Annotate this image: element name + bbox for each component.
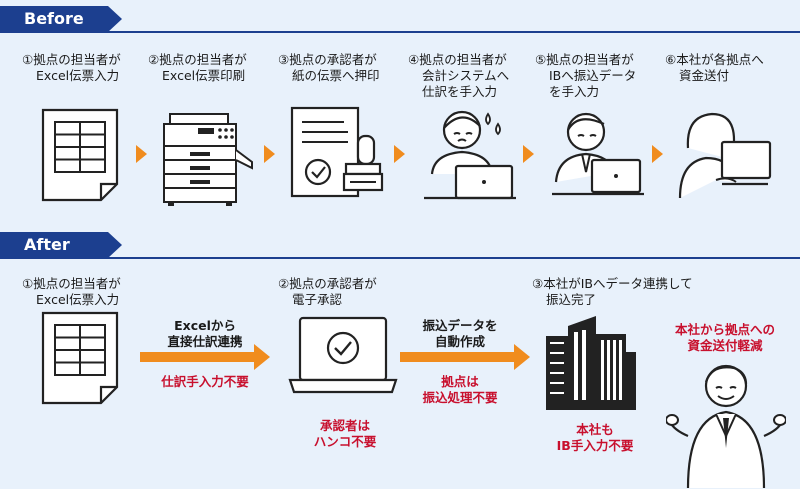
worker-laptop-icon	[552, 112, 644, 196]
big-arrow-1	[140, 344, 270, 370]
arrow2-caption: 振込データを 自動作成	[422, 318, 498, 349]
flow-arrow-3	[394, 145, 405, 163]
after-step-2: ②拠点の承認者が 電子承認	[278, 276, 377, 307]
after-label: After	[0, 232, 122, 258]
spreadsheet-document-icon	[41, 311, 119, 405]
arrow2-benefit: 拠点は 振込処理不要	[422, 374, 498, 405]
arrow1-benefit: 仕訳手入力不要	[161, 374, 249, 389]
before-divider	[0, 31, 800, 33]
after-divider	[0, 257, 800, 259]
before-step-5: ⑤拠点の担当者が IBへ振込データ を手入力	[535, 52, 637, 99]
before-step-1: ①拠点の担当者が Excel伝票入力	[22, 52, 121, 83]
stamped-document-icon	[290, 106, 384, 198]
after-step-3: ③本社がIBへデータ連携して 振込完了	[532, 276, 693, 307]
headquarters-building-icon	[546, 316, 636, 410]
before-step-6: ⑥本社が各拠点へ 資金送付	[665, 52, 764, 83]
worried-worker-laptop-icon	[424, 110, 516, 200]
headquarters-worker-laptop-icon	[678, 112, 772, 199]
before-step-4: ④拠点の担当者が 会計システムへ 仕訳を手入力	[408, 52, 510, 99]
flow-arrow-2	[264, 145, 275, 163]
relieved-worker-icon	[666, 364, 786, 488]
flow-arrow-5	[652, 145, 663, 163]
spreadsheet-document-icon	[41, 108, 119, 202]
hq-note: 本社も IB手入力不要	[556, 422, 634, 453]
before-step-3: ③拠点の承認者が 紙の伝票へ押印	[278, 52, 380, 83]
result-note: 本社から拠点への 資金送付軽減	[674, 322, 775, 353]
big-arrow-2	[400, 344, 530, 370]
arrow1-caption: Excelから 直接仕訳連携	[167, 318, 243, 349]
approval-laptop-icon	[288, 316, 398, 394]
before-step-2: ②拠点の担当者が Excel伝票印刷	[148, 52, 247, 83]
approver-note: 承認者は ハンコ不要	[313, 418, 377, 449]
flow-arrow-4	[523, 145, 534, 163]
printer-icon	[163, 113, 253, 206]
flow-arrow-1	[136, 145, 147, 163]
before-label: Before	[0, 6, 122, 32]
after-step-1: ①拠点の担当者が Excel伝票入力	[22, 276, 121, 307]
